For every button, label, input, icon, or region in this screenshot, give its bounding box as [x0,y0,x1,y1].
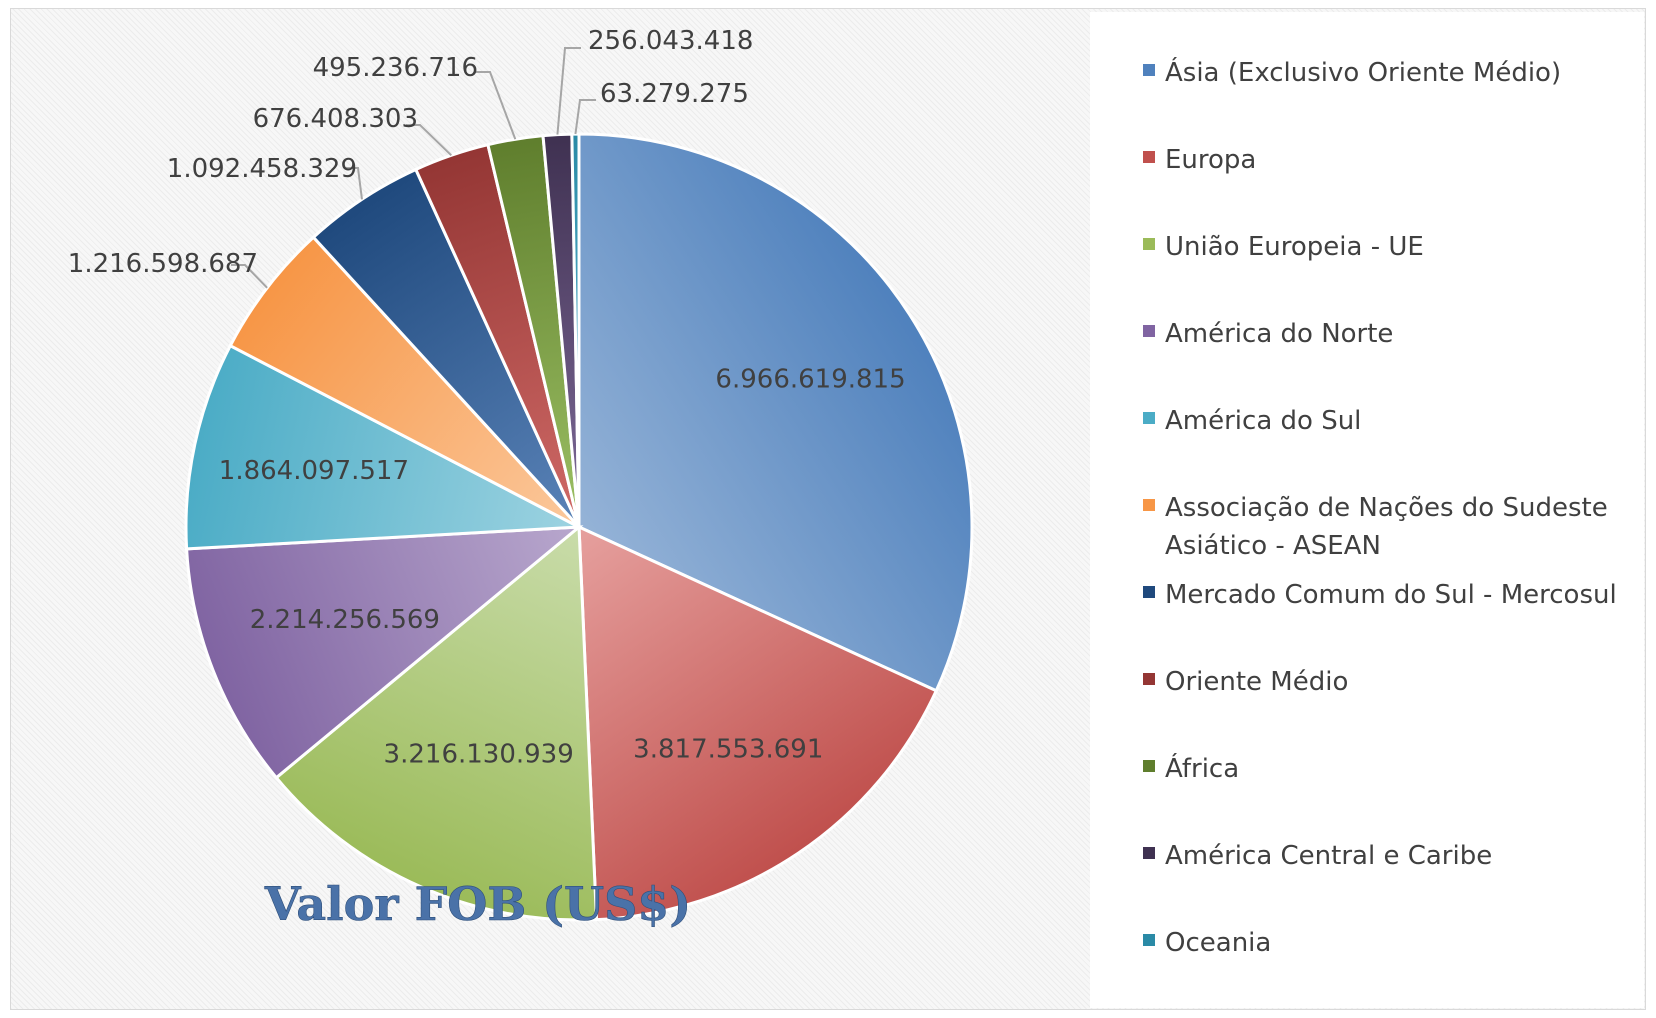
legend-label: Europa [1165,145,1256,175]
legend-item: Oceania [1143,928,1271,958]
data-label: 2.214.256.569 [250,605,440,635]
legend-label: Mercado Comum do Sul - Mercosul [1165,580,1617,610]
legend-item: Oriente Médio [1143,667,1348,697]
data-label: 6.966.619.815 [715,364,905,394]
legend-item: América Central e Caribe [1143,841,1492,871]
leader-line [574,99,596,135]
legend-background [1090,12,1644,1008]
leader-line [556,47,581,135]
leader-line [344,167,363,200]
legend-label: Oceania [1165,928,1271,958]
data-label: 1.864.097.517 [219,456,409,486]
legend-swatch [1143,586,1155,598]
legend-label: América Central e Caribe [1165,841,1492,871]
legend-item: Mercado Comum do Sul - Mercosul [1143,580,1617,610]
legend-swatch [1143,412,1155,424]
data-label: 1.216.598.687 [68,249,258,279]
pie-slice [184,343,585,551]
pie-slice [185,525,584,780]
legend-item: América do Sul [1143,406,1361,436]
data-label: 3.817.553.691 [633,735,823,765]
leader-line [406,124,452,157]
legend-swatch [1143,847,1155,859]
legend-swatch [1143,151,1155,163]
legend-swatch [1143,760,1155,772]
data-label: 63.279.275 [600,79,749,109]
pie-slices [184,132,974,922]
legend: Ásia (Exclusivo Oriente Médio) EuropaUniã… [1143,56,1617,958]
legend-label: África [1165,752,1239,784]
legend-swatch [1143,238,1155,250]
leader-lines [231,47,596,289]
data-label: 1.092.458.329 [167,154,357,184]
pie-slice [577,132,974,693]
legend-label: União Europeia - UE [1165,232,1424,262]
legend-swatch [1143,499,1155,511]
legend-item: Ásia (Exclusivo Oriente Médio) [1143,56,1561,88]
leader-line [476,71,517,140]
legend-label: América do Sul [1165,406,1361,436]
legend-label: América do Norte [1165,319,1393,349]
legend-item: União Europeia - UE [1143,232,1424,262]
legend-swatch [1143,64,1155,76]
data-label: 256.043.418 [588,26,753,56]
legend-label: Oriente Médio [1165,667,1348,697]
data-label: 3.216.130.939 [384,739,574,769]
pie-slice [570,132,581,528]
data-labels: 6.966.619.815 3.817.553.691 3.216.130.939 2… [68,26,906,769]
leader-line [231,264,268,289]
legend-swatch [1143,673,1155,685]
pie-slice [228,235,581,529]
legend-item: América do Norte [1143,319,1393,349]
legend-item: África [1143,752,1239,784]
legend-label: Associação de Nações do Sudeste [1165,493,1608,523]
legend-item: Europa [1143,145,1256,175]
data-label: 495.236.716 [313,53,478,83]
legend-swatch [1143,325,1155,337]
chart-title: Valor FOB (US$) [264,877,691,931]
pie-slice [577,524,939,922]
legend-label: Asiático - ASEAN [1165,531,1381,561]
legend-swatch [1143,934,1155,946]
data-label: 676.408.303 [253,104,418,134]
legend-label: Ásia (Exclusivo Oriente Médio) [1165,56,1561,88]
legend-item: Associação de Nações do SudesteAsiático … [1143,493,1608,561]
pie-slice [274,523,599,922]
